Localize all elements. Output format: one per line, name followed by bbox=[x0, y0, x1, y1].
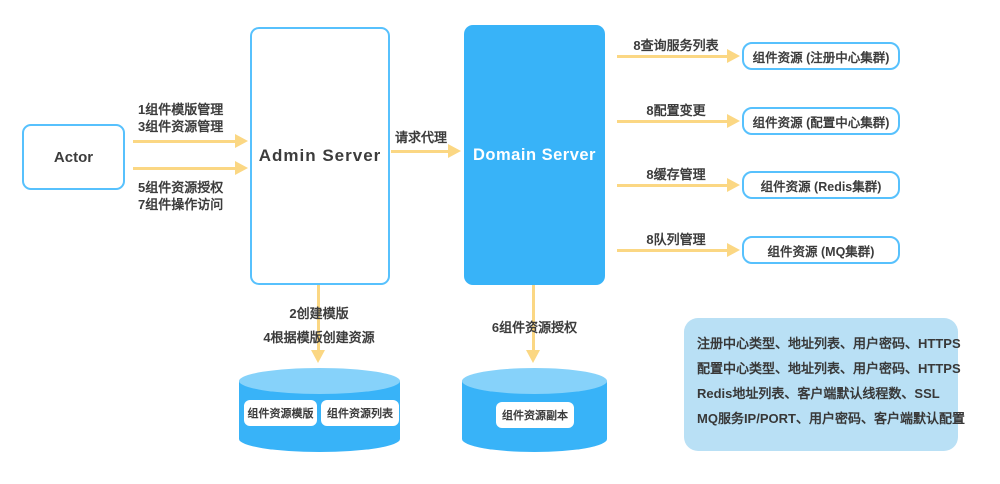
flow-label-8-queue: 8队列管理 bbox=[646, 232, 706, 247]
flow-label-3: 3组件资源管理 bbox=[138, 119, 224, 134]
flow-label-8-config: 8配置变更 bbox=[646, 103, 706, 118]
actor-admin-top-labels: 1组件模版管理 3组件资源管理 bbox=[138, 101, 223, 135]
domain-server-label: Domain Server bbox=[473, 145, 596, 164]
config-info-box: 注册中心类型、地址列表、用户密码、HTTPS 配置中心类型、地址列表、用户密码、… bbox=[684, 318, 965, 451]
arrow-domain-db bbox=[526, 285, 540, 363]
info-line-mq: MQ服务IP/PORT、用户密码、客户端默认配置 bbox=[697, 411, 965, 426]
arrow-actor-admin-1 bbox=[133, 134, 248, 148]
flow-label-1: 1组件模版管理 bbox=[138, 102, 224, 117]
domain-server-node: Domain Server bbox=[464, 25, 605, 285]
domain-db-flow-label: 6组件资源授权 bbox=[491, 320, 578, 335]
flow-label-4: 4根据模版创建资源 bbox=[263, 330, 375, 345]
arrow-domain-config bbox=[617, 114, 740, 128]
resource-config-box: 组件资源 (配置中心集群) bbox=[742, 107, 900, 135]
admin-server-label: Admin Server bbox=[258, 146, 382, 165]
resource-registry-box: 组件资源 (注册中心集群) bbox=[742, 42, 900, 70]
template-store-chip: 组件资源模版 bbox=[244, 400, 317, 426]
resource-replica-chip: 组件资源副本 bbox=[496, 402, 574, 428]
admin-database-cylinder bbox=[239, 368, 400, 452]
resource-mq-box: 组件资源 (MQ集群) bbox=[742, 236, 900, 264]
resource-list-chip: 组件资源列表 bbox=[321, 400, 399, 426]
admin-db-flow-labels: 2创建模版 4根据模版创建资源 bbox=[239, 302, 399, 350]
info-line-redis: Redis地址列表、客户端默认线程数、SSL bbox=[697, 386, 940, 401]
request-proxy-label: 请求代理 bbox=[394, 130, 447, 145]
flow-label-2: 2创建模版 bbox=[289, 306, 349, 321]
actor-admin-bottom-labels: 5组件资源授权 7组件操作访问 bbox=[138, 179, 223, 213]
flow-label-8-query: 8查询服务列表 bbox=[633, 38, 719, 53]
actor-node: Actor bbox=[22, 124, 125, 190]
arrow-admin-db bbox=[311, 285, 325, 363]
info-line-registry: 注册中心类型、地址列表、用户密码、HTTPS bbox=[697, 336, 961, 351]
arrow-actor-admin-2 bbox=[133, 161, 248, 175]
flow-label-7: 7组件操作访问 bbox=[138, 197, 224, 212]
arrow-domain-redis bbox=[617, 178, 740, 192]
flow-label-5: 5组件资源授权 bbox=[138, 180, 224, 195]
arrow-domain-mq bbox=[617, 243, 740, 257]
arrow-domain-registry bbox=[617, 49, 740, 63]
info-line-config: 配置中心类型、地址列表、用户密码、HTTPS bbox=[697, 361, 961, 376]
flow-label-8-cache: 8缓存管理 bbox=[646, 167, 706, 182]
actor-label: Actor bbox=[53, 148, 94, 166]
arrow-admin-domain bbox=[391, 144, 461, 158]
resource-redis-box: 组件资源 (Redis集群) bbox=[742, 171, 900, 199]
admin-server-node: Admin Server bbox=[250, 27, 390, 285]
